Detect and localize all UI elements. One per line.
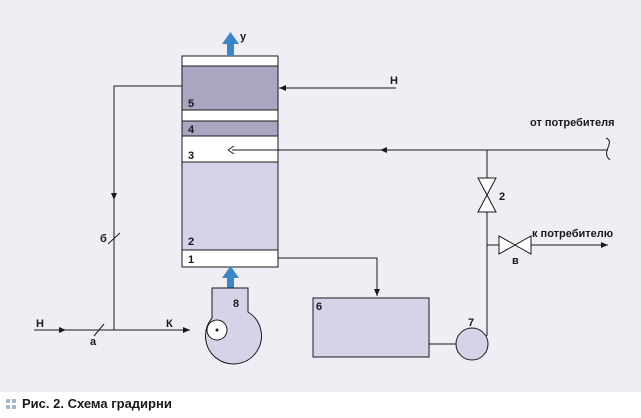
sprinkler-nozzle: [227, 145, 235, 151]
label-tank-6: 6: [316, 301, 322, 313]
piping: [34, 85, 608, 345]
damper-b: [107, 232, 121, 245]
label-pump-7: 7: [468, 317, 474, 329]
label-section-1: 1: [188, 254, 194, 266]
label-valve-2: 2: [499, 191, 505, 203]
label-section-4: 4: [188, 124, 195, 136]
label-fan-8: 8: [233, 298, 239, 310]
label-section-2: 2: [188, 236, 194, 248]
label-top-outlet: у: [240, 31, 247, 43]
break-mark: [605, 137, 611, 161]
label-air-in-lower: Н: [36, 318, 44, 330]
valve-v: [498, 235, 532, 255]
tower-top-cap: [181, 55, 279, 67]
basin-to-tank-line: [278, 257, 380, 296]
label-section-3: 3: [188, 150, 194, 162]
bypass-line: [111, 85, 182, 200]
tank-6: [312, 297, 430, 358]
caption-bullet-icon: [6, 398, 16, 409]
gap-5-4: [181, 109, 279, 122]
label-section-5: 5: [188, 98, 194, 110]
figure-caption: Рис. 2. Схема градирни: [6, 396, 172, 411]
label-valve-b: б: [100, 233, 107, 245]
fan-8: [205, 287, 262, 365]
section-1-basin: [181, 249, 279, 268]
tower: [181, 55, 279, 268]
section-5-eliminator: [181, 65, 279, 111]
cooling-tower-diagram: у Н от потребителя к потребителю в 2 б а…: [0, 0, 641, 392]
fan-inlet-arrow: [222, 266, 239, 289]
pump-7: [455, 327, 489, 361]
top-outlet-arrow: [222, 32, 239, 56]
caption-text: Рис. 2. Схема градирни: [22, 396, 172, 411]
section-2-fill: [181, 161, 279, 251]
label-to-consumer: к потребителю: [532, 228, 613, 240]
label-from-consumer: от потребителя: [530, 117, 615, 129]
label-air-in-upper: Н: [390, 75, 398, 87]
label-valve-v: в: [512, 255, 519, 267]
label-air-k: К: [166, 318, 173, 330]
label-valve-a: а: [90, 336, 97, 348]
valve-2: [477, 177, 497, 213]
section-4: [181, 120, 279, 137]
damper-a: [93, 323, 105, 337]
